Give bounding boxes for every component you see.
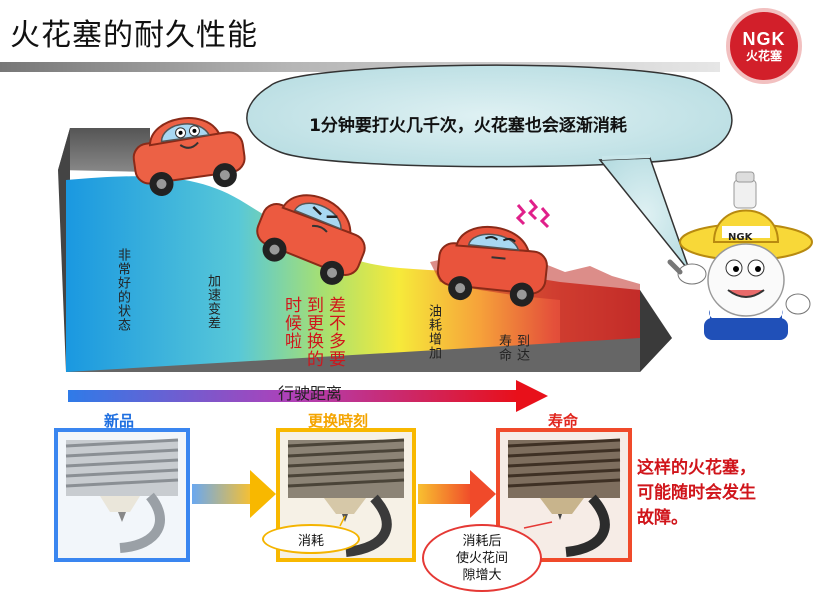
shaking-lines-icon bbox=[515, 199, 551, 229]
title-underline bbox=[0, 62, 720, 72]
callout-gap-pointer bbox=[523, 521, 553, 529]
plug-label-new: 新品 bbox=[104, 412, 135, 430]
road-slope bbox=[66, 176, 640, 372]
page-title: 火花塞的耐久性能 bbox=[10, 18, 258, 53]
warning-line3: 故障。 bbox=[637, 508, 688, 528]
spark-plug-new-icon bbox=[65, 438, 179, 553]
flow-arrow-1-head bbox=[250, 470, 276, 518]
spark-plug-replace-icon bbox=[287, 438, 405, 557]
ngk-logo: NGK 火花塞 bbox=[726, 8, 802, 84]
logo-subtitle: 火花塞 bbox=[745, 49, 782, 63]
speech-bubble bbox=[246, 64, 733, 168]
stage-label-replace-col3: 时候啦 bbox=[281, 296, 301, 350]
logo-brand: NGK bbox=[742, 29, 786, 49]
slope-right-face bbox=[640, 290, 672, 372]
flow-arrow-1-shaft bbox=[192, 484, 252, 504]
callout-worn-text: 消耗 bbox=[297, 533, 324, 549]
warning-line2: 可能随时会发生 bbox=[637, 483, 756, 503]
stage-label-end-col2: 寿命 bbox=[496, 334, 511, 362]
distance-arrow-shaft bbox=[68, 390, 518, 402]
stage-label-excellent: 非常好的状态 bbox=[115, 248, 130, 332]
speech-bubble-tail-join bbox=[601, 154, 651, 160]
callout-gap-line2: 使火花间 bbox=[455, 550, 508, 566]
car-happy-icon bbox=[132, 117, 246, 196]
stage-label-fuel: 油耗增加 bbox=[426, 304, 441, 360]
stage-label-replace-col2: 到更换的 bbox=[303, 296, 323, 368]
mascot-hat-label: NGK bbox=[728, 232, 753, 243]
callout-worn: 消耗 bbox=[262, 524, 360, 554]
callout-gap-line1: 消耗后 bbox=[462, 533, 502, 549]
slope-back-wall bbox=[58, 128, 150, 172]
distance-axis-label: 行驶距离 bbox=[278, 384, 343, 403]
spark-plug-end-icon bbox=[507, 438, 621, 557]
spark-plug-mascot bbox=[667, 171, 813, 340]
slope-floor bbox=[66, 338, 672, 372]
flow-arrow-2-head bbox=[470, 470, 496, 518]
car-exhausted-icon bbox=[436, 225, 548, 307]
car-tired-icon bbox=[256, 194, 366, 285]
distance-arrow-head bbox=[516, 380, 548, 412]
failure-warning: 这样的火花塞， 可能随时会发生 故障。 bbox=[637, 456, 817, 531]
callout-worn-pointer bbox=[339, 515, 346, 527]
plug-label-end: 寿命 bbox=[548, 412, 579, 430]
stage-label-declining: 加速变差 bbox=[205, 274, 220, 330]
callout-gap-line3: 隙增大 bbox=[462, 567, 502, 583]
flow-arrow-2-shaft bbox=[418, 484, 472, 504]
speech-bubble-tail bbox=[598, 157, 691, 273]
plug-label-replace: 更换時刻 bbox=[308, 412, 369, 430]
speech-bubble-text: 1分钟要打火几千次，火花塞也会逐渐消耗 bbox=[309, 116, 627, 136]
warning-line1: 这样的火花塞， bbox=[637, 458, 756, 478]
callout-gap: 消耗后 使火花间 隙增大 bbox=[422, 524, 542, 592]
stage-label-replace-col1: 差不多要 bbox=[325, 296, 345, 368]
stage-label-end-col1: 到达 bbox=[514, 334, 529, 362]
